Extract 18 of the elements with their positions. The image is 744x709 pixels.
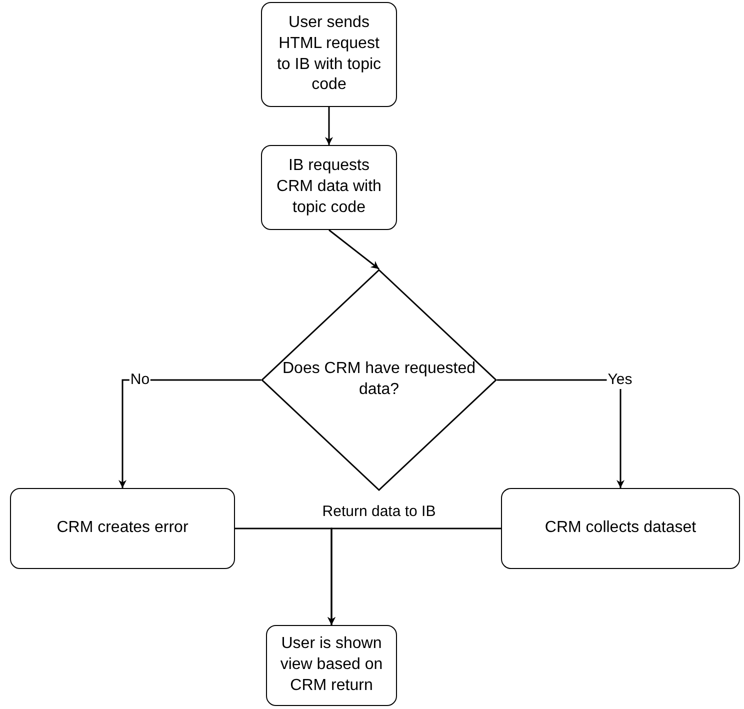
edge-label: Yes xyxy=(606,371,634,389)
arrow xyxy=(118,379,261,488)
process-box xyxy=(501,488,740,569)
arrow xyxy=(328,229,380,270)
node-text: User sends HTML request to IB with topic code xyxy=(276,12,382,96)
process-box xyxy=(261,2,397,107)
arrow xyxy=(325,107,333,145)
process-box xyxy=(261,145,397,230)
node-text: User is shown view based on CRM return xyxy=(279,634,384,696)
decision-diamond xyxy=(261,269,497,491)
arrow xyxy=(328,528,501,625)
node-text: Does CRM have requested data? xyxy=(282,359,476,400)
node-text: CRM creates error xyxy=(56,518,188,538)
process-box xyxy=(10,488,235,569)
arrow xyxy=(497,379,624,488)
node-text: CRM collects dataset xyxy=(544,518,696,538)
process-box xyxy=(266,625,397,706)
node-text: IB requests CRM data with topic code xyxy=(276,156,382,218)
